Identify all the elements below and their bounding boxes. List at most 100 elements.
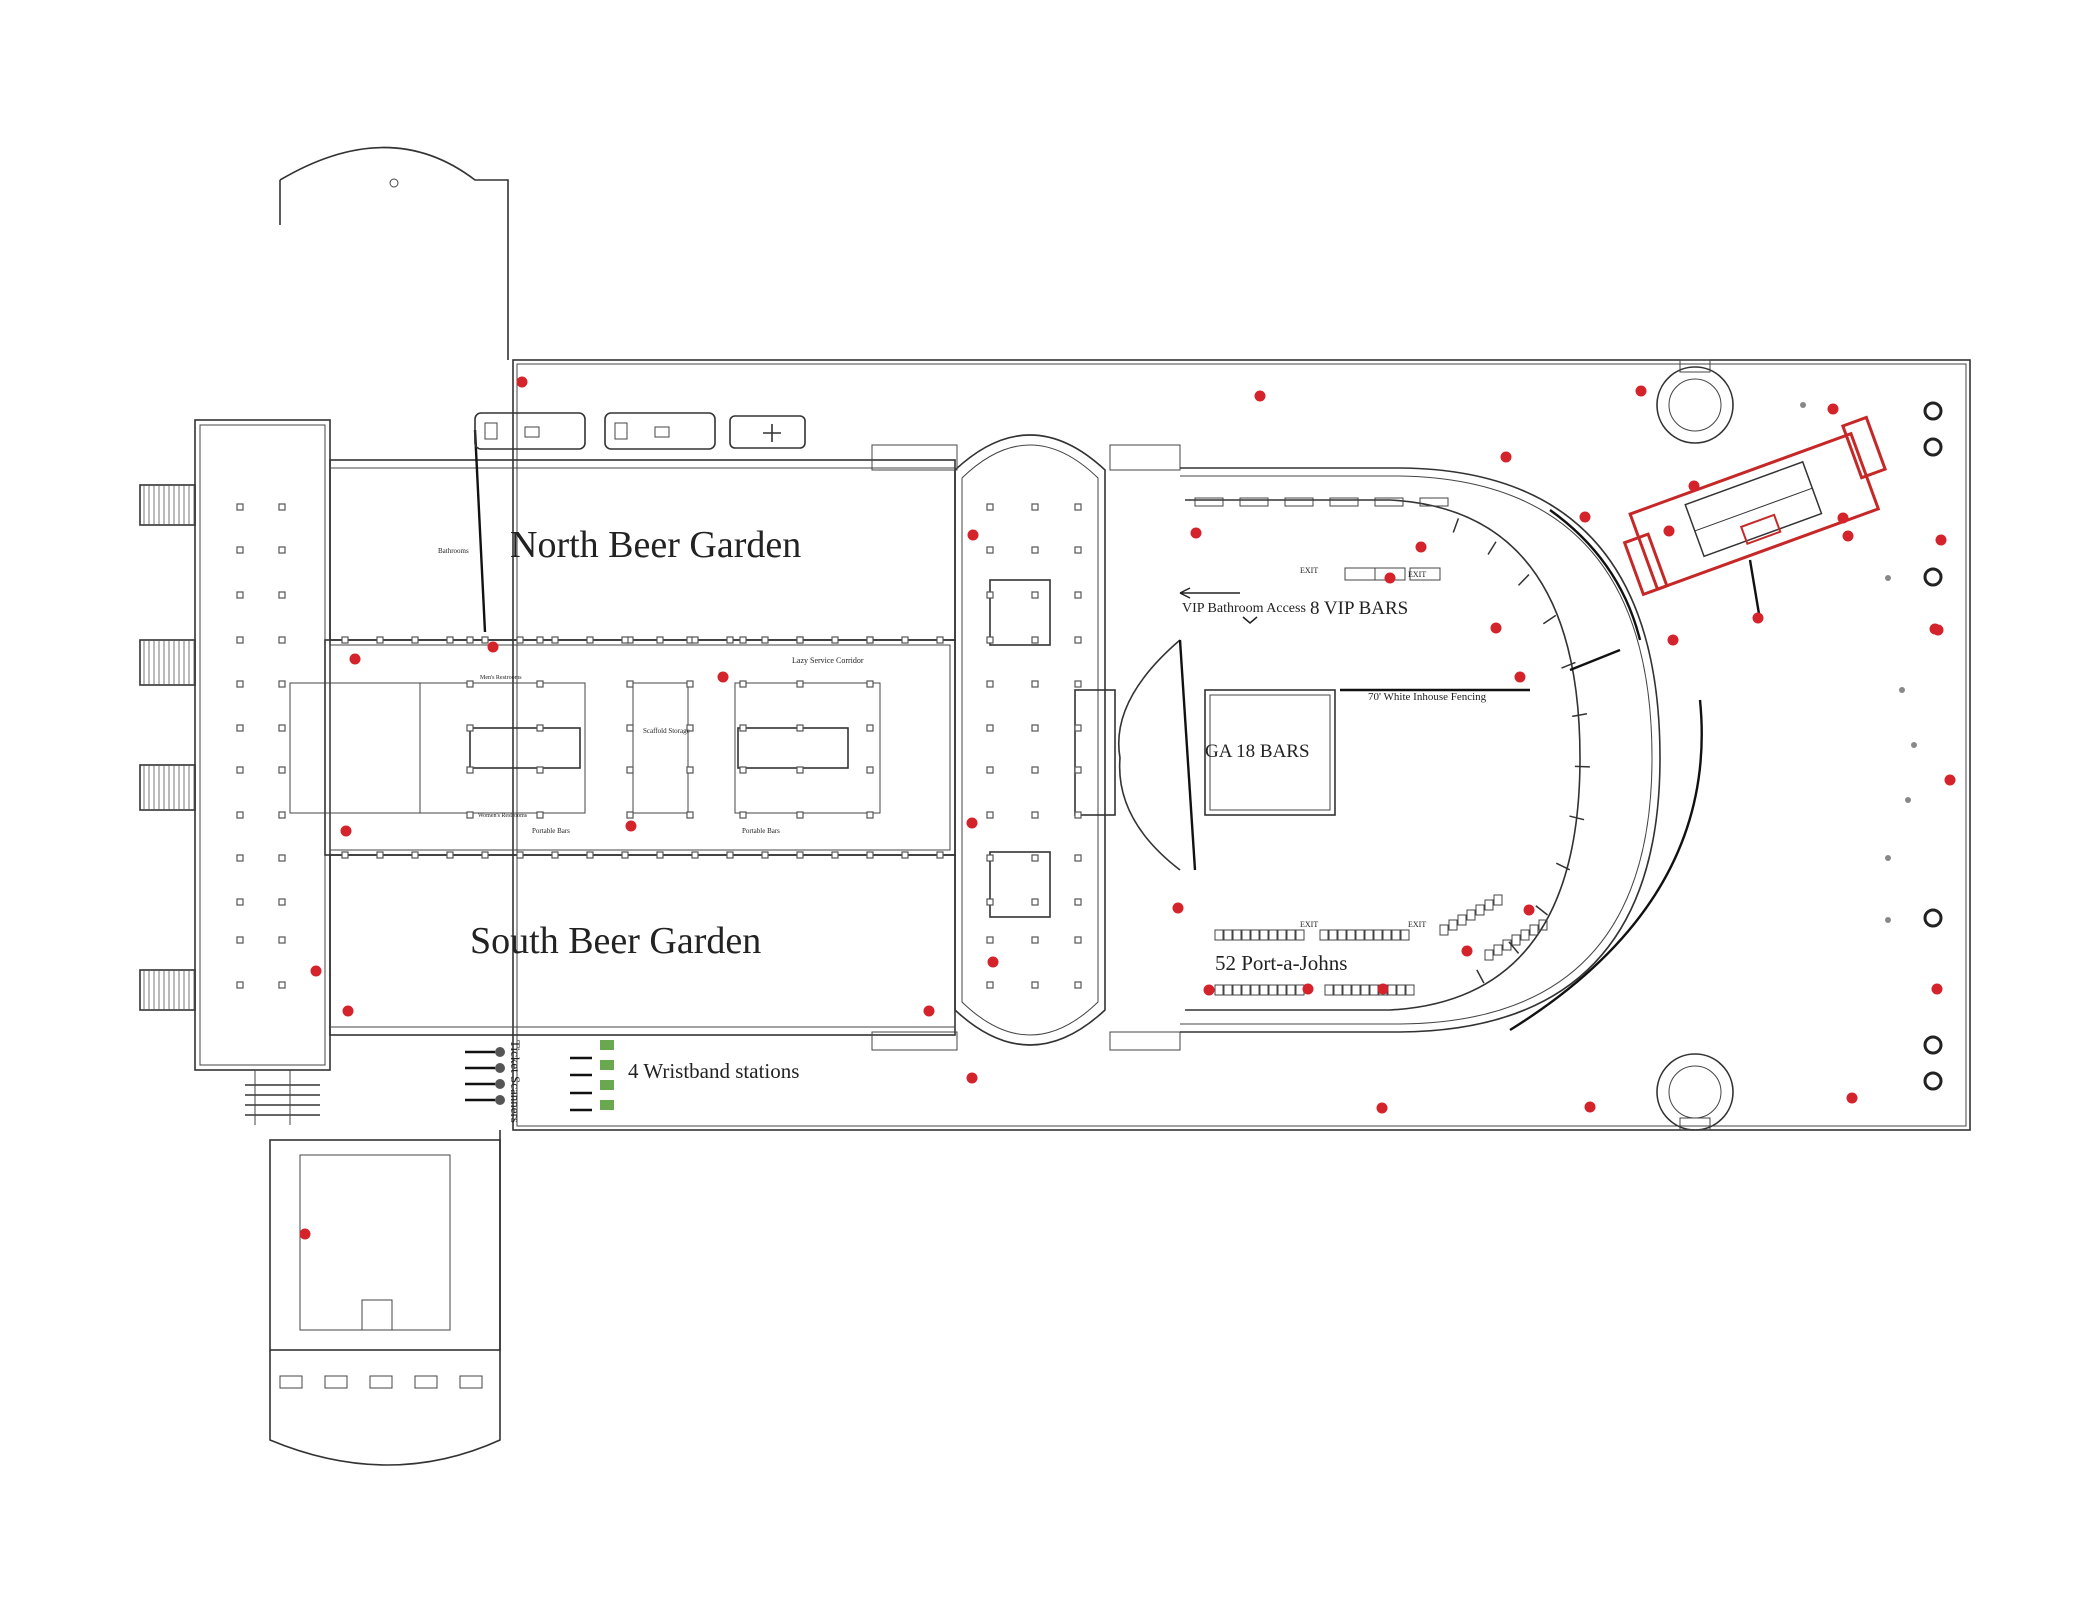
ga-bars-label: GA 18 BARS	[1205, 741, 1310, 762]
port-a-john	[1439, 924, 1449, 936]
scaffold-storage-label: Scaffold Storage	[643, 727, 690, 735]
parked-vehicles	[474, 412, 806, 450]
column-marker	[1074, 680, 1082, 688]
column-marker	[466, 680, 474, 688]
vip-bar	[1284, 497, 1314, 507]
column-marker	[278, 854, 286, 862]
column-marker	[278, 636, 286, 644]
arrow-left-icon	[1179, 587, 1240, 599]
ring-post	[1569, 815, 1585, 821]
fencing-label: 70' White Inhouse Fencing	[1368, 691, 1487, 703]
column-marker	[536, 680, 544, 688]
column-marker	[516, 851, 524, 859]
column-marker	[986, 680, 994, 688]
column-marker	[236, 680, 244, 688]
red-dot-marker	[1827, 403, 1839, 415]
red-dot-marker	[1935, 534, 1947, 546]
speaker-circle	[1923, 908, 1943, 928]
arena-ring-bars	[1452, 518, 1590, 984]
column-marker	[986, 936, 994, 944]
red-dot-marker	[1500, 451, 1512, 463]
port-a-john	[1457, 914, 1467, 926]
column-marker	[626, 680, 634, 688]
center-pavilion	[954, 434, 1106, 1046]
column-marker	[761, 636, 769, 644]
column-marker	[986, 591, 994, 599]
column-marker	[236, 854, 244, 862]
port-a-john	[1214, 929, 1224, 941]
red-dot-marker	[717, 671, 729, 683]
column-marker	[551, 636, 559, 644]
ring-post	[1542, 614, 1557, 625]
column-marker	[278, 724, 286, 732]
port-a-john	[1268, 984, 1278, 996]
port-a-john	[1259, 929, 1269, 941]
column-marker	[278, 680, 286, 688]
column-marker	[986, 724, 994, 732]
column-marker	[341, 636, 349, 644]
exit-label: EXIT	[1408, 570, 1426, 579]
column-grid	[236, 503, 1082, 989]
column-marker	[796, 636, 804, 644]
red-dot-marker	[342, 1005, 354, 1017]
column-marker	[656, 851, 664, 859]
small-marker	[1899, 687, 1905, 693]
red-dot-marker	[625, 820, 637, 832]
port-a-john	[1232, 984, 1242, 996]
column-marker	[866, 636, 874, 644]
south-beer-garden-label: South Beer Garden	[470, 920, 761, 962]
red-dot-marker	[1461, 945, 1473, 957]
red-dot-marker	[1415, 541, 1427, 553]
ticket-scanners	[465, 1047, 505, 1105]
red-dot-marker	[1842, 530, 1854, 542]
column-marker	[1031, 546, 1039, 554]
column-marker	[1074, 898, 1082, 906]
column-marker	[376, 636, 384, 644]
port-a-john	[1286, 929, 1296, 941]
port-a-john	[1448, 919, 1458, 931]
column-marker	[1031, 936, 1039, 944]
red-dot-marker	[1929, 623, 1941, 635]
column-marker	[466, 811, 474, 819]
column-marker	[831, 851, 839, 859]
red-dot-marker	[1190, 527, 1202, 539]
red-dot-marker	[340, 825, 352, 837]
column-marker	[686, 680, 694, 688]
red-dot-marker	[1172, 902, 1184, 914]
port-a-john	[1502, 939, 1512, 951]
red-dot-marker	[1203, 984, 1215, 996]
speaker-circle	[1923, 567, 1943, 587]
column-marker	[739, 811, 747, 819]
lazy-service-corridor-label: Lazy Service Corridor	[792, 656, 864, 665]
red-dot-marker	[487, 641, 499, 653]
port-a-john	[1351, 984, 1361, 996]
column-marker	[621, 636, 629, 644]
column-marker	[796, 766, 804, 774]
red-dot-marker	[1663, 525, 1675, 537]
port-a-john	[1319, 929, 1329, 941]
column-marker	[986, 766, 994, 774]
entry-lanes	[245, 1070, 320, 1125]
north-entry-plaza	[279, 146, 509, 360]
exit-label: EXIT	[1408, 920, 1426, 929]
column-marker	[1031, 680, 1039, 688]
column-marker	[278, 591, 286, 599]
exit-label: EXIT	[1300, 566, 1318, 575]
column-marker	[986, 898, 994, 906]
column-marker	[1074, 636, 1082, 644]
portable-bars-right-label: Portable Bars	[742, 827, 780, 835]
column-marker	[446, 851, 454, 859]
port-a-john	[1493, 944, 1503, 956]
column-marker	[278, 981, 286, 989]
red-dot-marker	[1635, 385, 1647, 397]
exit-label: EXIT	[1300, 920, 1318, 929]
column-marker	[586, 636, 594, 644]
annex-slot	[279, 1375, 303, 1389]
red-dot-marker	[1254, 390, 1266, 402]
arena-outer-wall	[1180, 467, 1661, 1033]
column-marker	[1031, 503, 1039, 511]
speaker-circle	[1923, 401, 1943, 421]
column-marker	[536, 811, 544, 819]
column-marker	[481, 636, 489, 644]
vip-bathroom-access-label: VIP Bathroom Access	[1182, 601, 1306, 616]
